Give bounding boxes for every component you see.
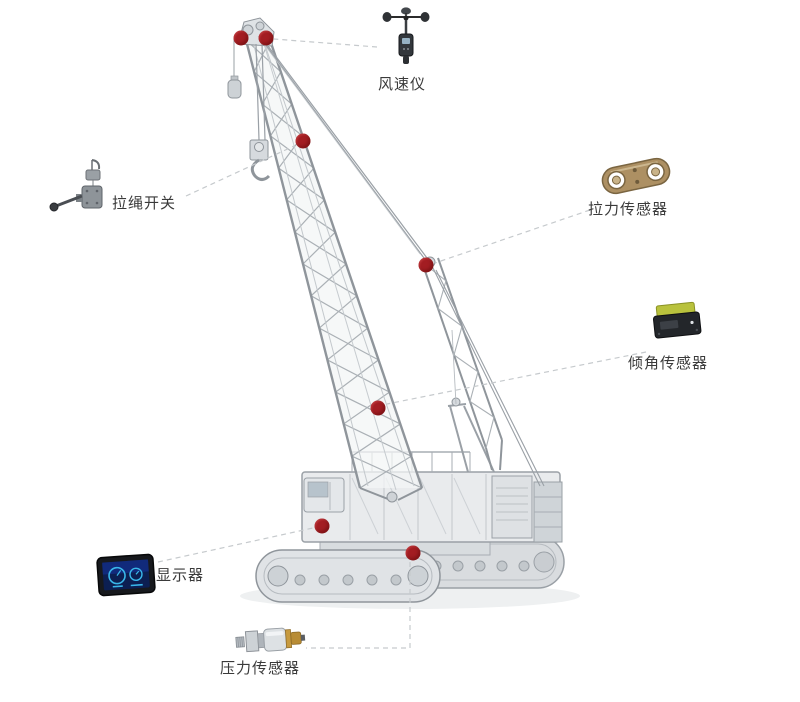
hook-block: [249, 43, 271, 181]
marker-superstructure: [314, 518, 330, 534]
anemometer-icon: [382, 7, 430, 64]
pendant-ropes: [257, 35, 545, 487]
marker-boom-tip-right: [258, 30, 274, 46]
callout-label-tilt-sensor: 倾角传感器: [628, 355, 709, 372]
marker-crawler-track: [405, 545, 421, 561]
callout-label-display: 显示器: [156, 567, 205, 584]
connector-tilt-sensor: [386, 351, 647, 405]
connector-tension-sensor: [434, 209, 591, 264]
callout-label-anemometer: 风速仪: [378, 76, 427, 93]
tilt-sensor-icon: [652, 301, 702, 339]
display-icon: [96, 553, 156, 597]
callout-label-pull-rope-switch: 拉绳开关: [112, 195, 177, 212]
pull-rope-switch-icon: [49, 159, 103, 212]
tension-sensor-icon: [601, 157, 671, 195]
marker-mid-boom: [370, 400, 386, 416]
marker-upper-boom: [295, 133, 311, 149]
marker-mast-top: [418, 257, 434, 273]
connector-display: [157, 527, 314, 563]
front-crawler-track: [255, 549, 441, 603]
connector-anemometer: [273, 38, 378, 48]
connector-pressure-sensor: [306, 562, 411, 649]
main-boom: [244, 35, 424, 503]
callout-label-tension-sensor: 拉力传感器: [588, 201, 669, 218]
callout-label-pressure-sensor: 压力传感器: [220, 660, 301, 677]
connector-pull-rope-switch: [185, 145, 295, 197]
pressure-sensor-icon: [235, 627, 306, 653]
marker-boom-tip-left: [233, 30, 249, 46]
